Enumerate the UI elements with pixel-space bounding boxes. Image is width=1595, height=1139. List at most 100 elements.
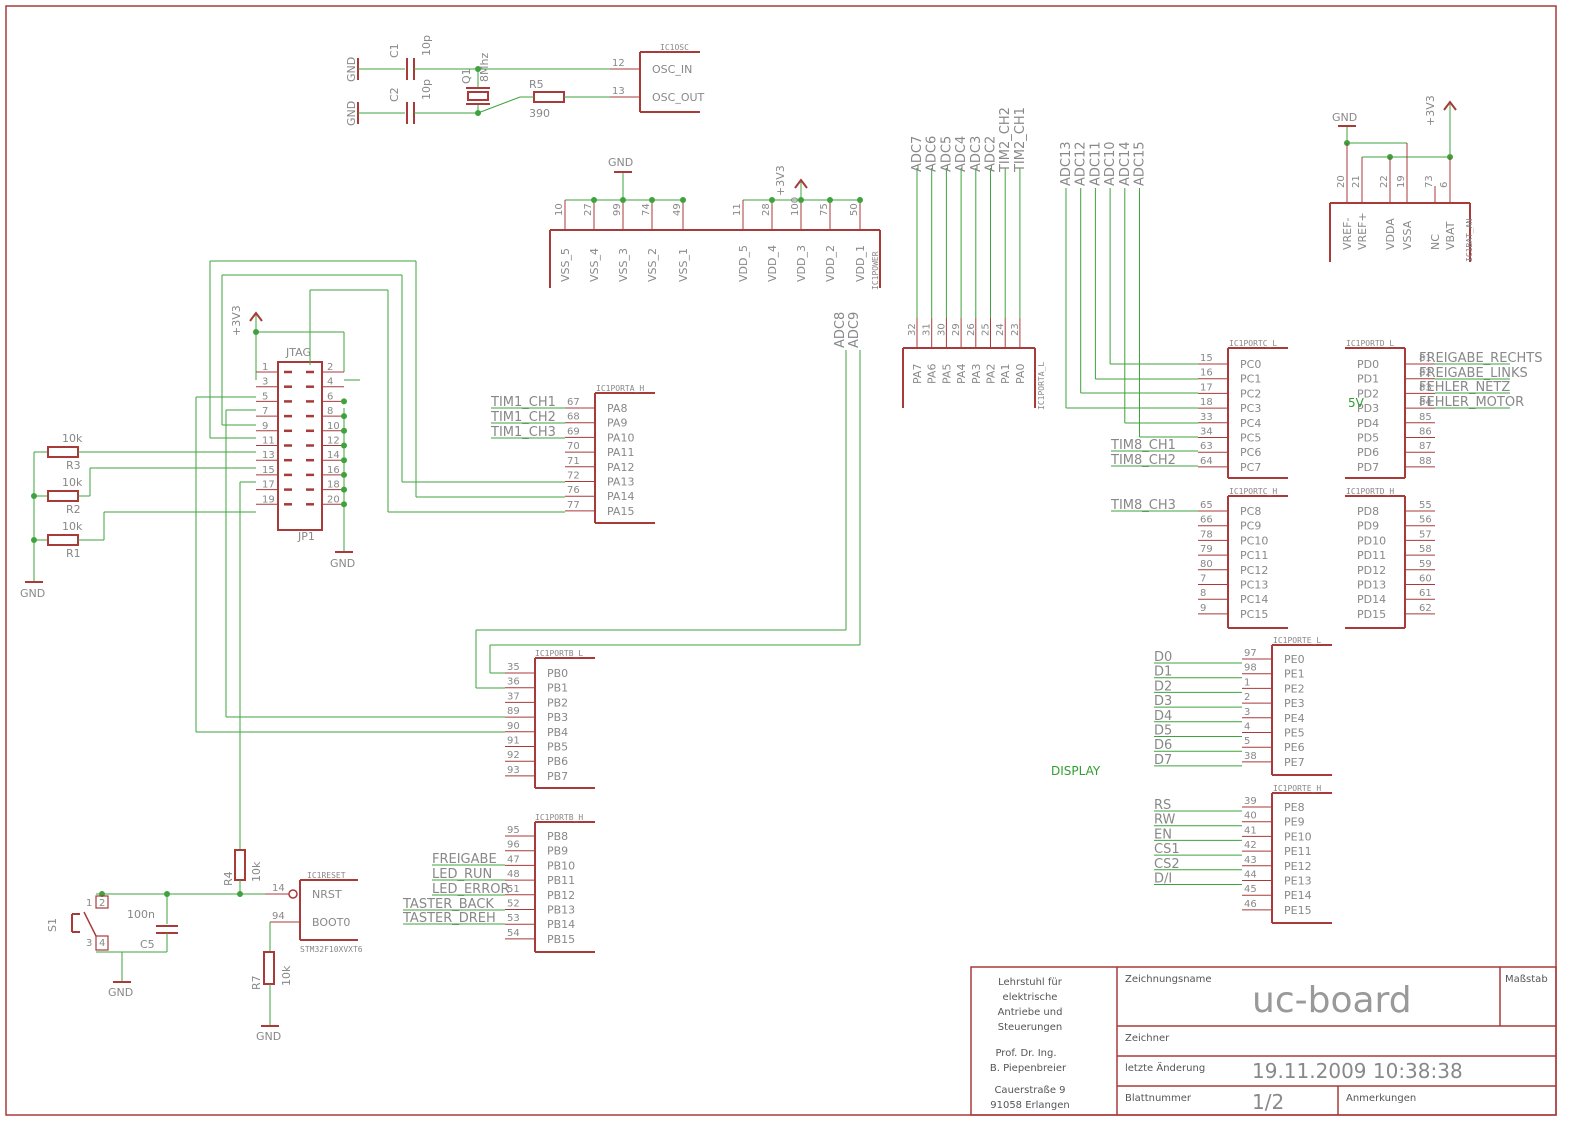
resistor-r3 <box>47 446 79 458</box>
power-pin-num: 10 <box>554 203 565 216</box>
an-pin-name: VBAT <box>1444 221 1457 250</box>
sig-tim8-ch1: TIM8_CH1 <box>1110 438 1176 453</box>
r5-value: 390 <box>529 107 550 120</box>
sig-adc-c: ADC15 <box>1133 141 1148 186</box>
nrst-label: NRST <box>312 888 342 901</box>
sig-adc-c: ADC10 <box>1103 141 1118 186</box>
porte_l-pin-num: 98 <box>1244 663 1257 674</box>
portd-h-block: IC1PORTD_H 55PD856PD957PD1058PD1159PD126… <box>1345 487 1435 629</box>
power-vcc: +3V3 <box>774 165 787 196</box>
portb_l-pin-name: PB1 <box>547 682 568 695</box>
portd-l-block: IC1PORTD_L 81PD082PD183PD284PD385PD486PD… <box>1345 339 1542 479</box>
r3-value: 10k <box>62 432 83 445</box>
jtag-pin-left: 13 <box>262 450 275 461</box>
oscillator-block: GND GND C1 10p C2 10p Q1 8Mhz R5 390 IC1… <box>345 35 705 126</box>
portc_l-pin-name: PC6 <box>1240 446 1261 459</box>
porte_l-pin-num: 4 <box>1244 722 1250 733</box>
power-pin-name: VSS_5 <box>559 248 572 282</box>
porta_h-pin-num: 77 <box>567 500 580 511</box>
portc_h-pin-num: 8 <box>1200 588 1206 599</box>
inst-line-1: Lehrstuhl für <box>998 977 1063 988</box>
sig-data-bus: D1 <box>1154 665 1172 680</box>
portd_l-pin-num: 81 <box>1419 353 1432 364</box>
power-pin-num: 75 <box>819 203 830 216</box>
portb_h-pin-num: 47 <box>507 854 520 865</box>
jtag-gnd: GND <box>330 557 355 570</box>
portb_l-pin-name: PB5 <box>547 741 568 754</box>
an-pin-num: 20 <box>1336 175 1347 188</box>
resistor-r7 <box>263 951 275 985</box>
sig-adc-c: ADC11 <box>1088 141 1103 186</box>
porta_h-pin-name: PA11 <box>607 446 634 459</box>
prof-line-1: Prof. Dr. Ing. <box>995 1048 1056 1059</box>
portc_h-pin-num: 80 <box>1200 559 1213 570</box>
portd_l-pin-num: 87 <box>1419 441 1432 452</box>
portd_l-pin-name: PD4 <box>1357 417 1379 430</box>
osc-name: IC1OSC <box>660 43 689 52</box>
r1-value: 10k <box>62 520 83 533</box>
sig-adc: TIM2_CH2 <box>998 107 1013 173</box>
sig-data-bus: D7 <box>1154 753 1172 768</box>
portb_h-pin-num: 48 <box>507 869 520 880</box>
junction-dot <box>341 398 347 405</box>
r4-ref: R4 <box>222 871 235 886</box>
porte_h-pin-num: 45 <box>1244 884 1257 895</box>
portc_h-pin-num: 65 <box>1200 500 1213 511</box>
power-pin-name: VDD_2 <box>824 245 837 282</box>
jtag-pin-left: 5 <box>262 391 268 402</box>
sig-display-ctrl: RW <box>1154 813 1176 828</box>
portc_l-pin-name: PC3 <box>1240 402 1261 415</box>
porte_h-pin-name: PE10 <box>1284 830 1312 843</box>
porta_h-pin-name: PA8 <box>607 402 627 415</box>
portd_h-pin-num: 57 <box>1419 529 1432 540</box>
porte_h-pin-name: PE14 <box>1284 889 1312 902</box>
power-pin-name: VDD_4 <box>766 245 779 282</box>
title-block: Lehrstuhl für elektrische Antriebe und S… <box>970 966 1557 1116</box>
junction-dot <box>798 197 804 203</box>
osc-pin-13-num: 13 <box>612 86 625 97</box>
portd_l-pin-num: 85 <box>1419 412 1432 423</box>
sig-tim1-ch3: TIM1_CH3 <box>490 425 556 440</box>
portc_h-pin-num: 79 <box>1200 544 1213 555</box>
portd_l-pin-name: PD6 <box>1357 446 1379 459</box>
portc_l-pin-name: PC4 <box>1240 417 1261 430</box>
portd_l-pin-num: 82 <box>1419 368 1432 379</box>
porta_h-pin-name: PA15 <box>607 505 634 518</box>
r3-ref: R3 <box>66 459 81 472</box>
portb_h-pin-name: PB12 <box>547 889 575 902</box>
addr-line-1: Cauerstraße 9 <box>994 1085 1065 1096</box>
portb_h-pin-num: 96 <box>507 840 520 851</box>
junction-dot <box>620 197 626 203</box>
sig-adc8: ADC8 <box>833 312 848 348</box>
portd_h-pin-num: 60 <box>1419 574 1432 585</box>
prof-line-2: B. Piepenbreier <box>990 1063 1067 1074</box>
drawing-frame <box>5 5 1557 1116</box>
porte_h-pin-num: 43 <box>1244 855 1257 866</box>
sig-display-ctrl: CS2 <box>1154 857 1180 872</box>
portd-h-name: IC1PORTD_H <box>1346 487 1394 496</box>
junction-dot <box>341 413 347 420</box>
reset-block: IC1RESET 14 94 NRST BOOT0 STM32F10XVXT6 … <box>46 849 363 1043</box>
porte_h-pin-name: PE11 <box>1284 845 1312 858</box>
porta_h-pin-name: PA13 <box>607 476 634 489</box>
junction-dot <box>857 197 863 203</box>
portc_l-pin-name: PC5 <box>1240 432 1261 445</box>
display-label: DISPLAY <box>1051 764 1101 778</box>
power-pin-name: VDD_3 <box>795 245 808 282</box>
resistor-r5 <box>533 91 565 103</box>
s1-pin3: 3 <box>86 938 92 949</box>
inst-line-2: elektrische <box>1003 992 1058 1003</box>
resistor-r1 <box>47 534 79 546</box>
jtag-wiring <box>195 260 565 850</box>
pullup-resistors: 10k R3 10k R2 10k R1 GND <box>20 432 256 600</box>
osc-pin-12-num: 12 <box>612 58 625 69</box>
jtag-pin-left: 3 <box>262 377 268 388</box>
sig-freigabe-rechts: FREIGABE_RECHTS <box>1419 351 1542 366</box>
portb_l-pin-name: PB0 <box>547 667 568 680</box>
junction-dot <box>341 501 347 508</box>
changed-label: letzte Änderung <box>1125 1061 1205 1074</box>
inst-line-3: Antriebe und <box>998 1007 1063 1018</box>
portc_l-pin-num: 63 <box>1200 441 1213 452</box>
